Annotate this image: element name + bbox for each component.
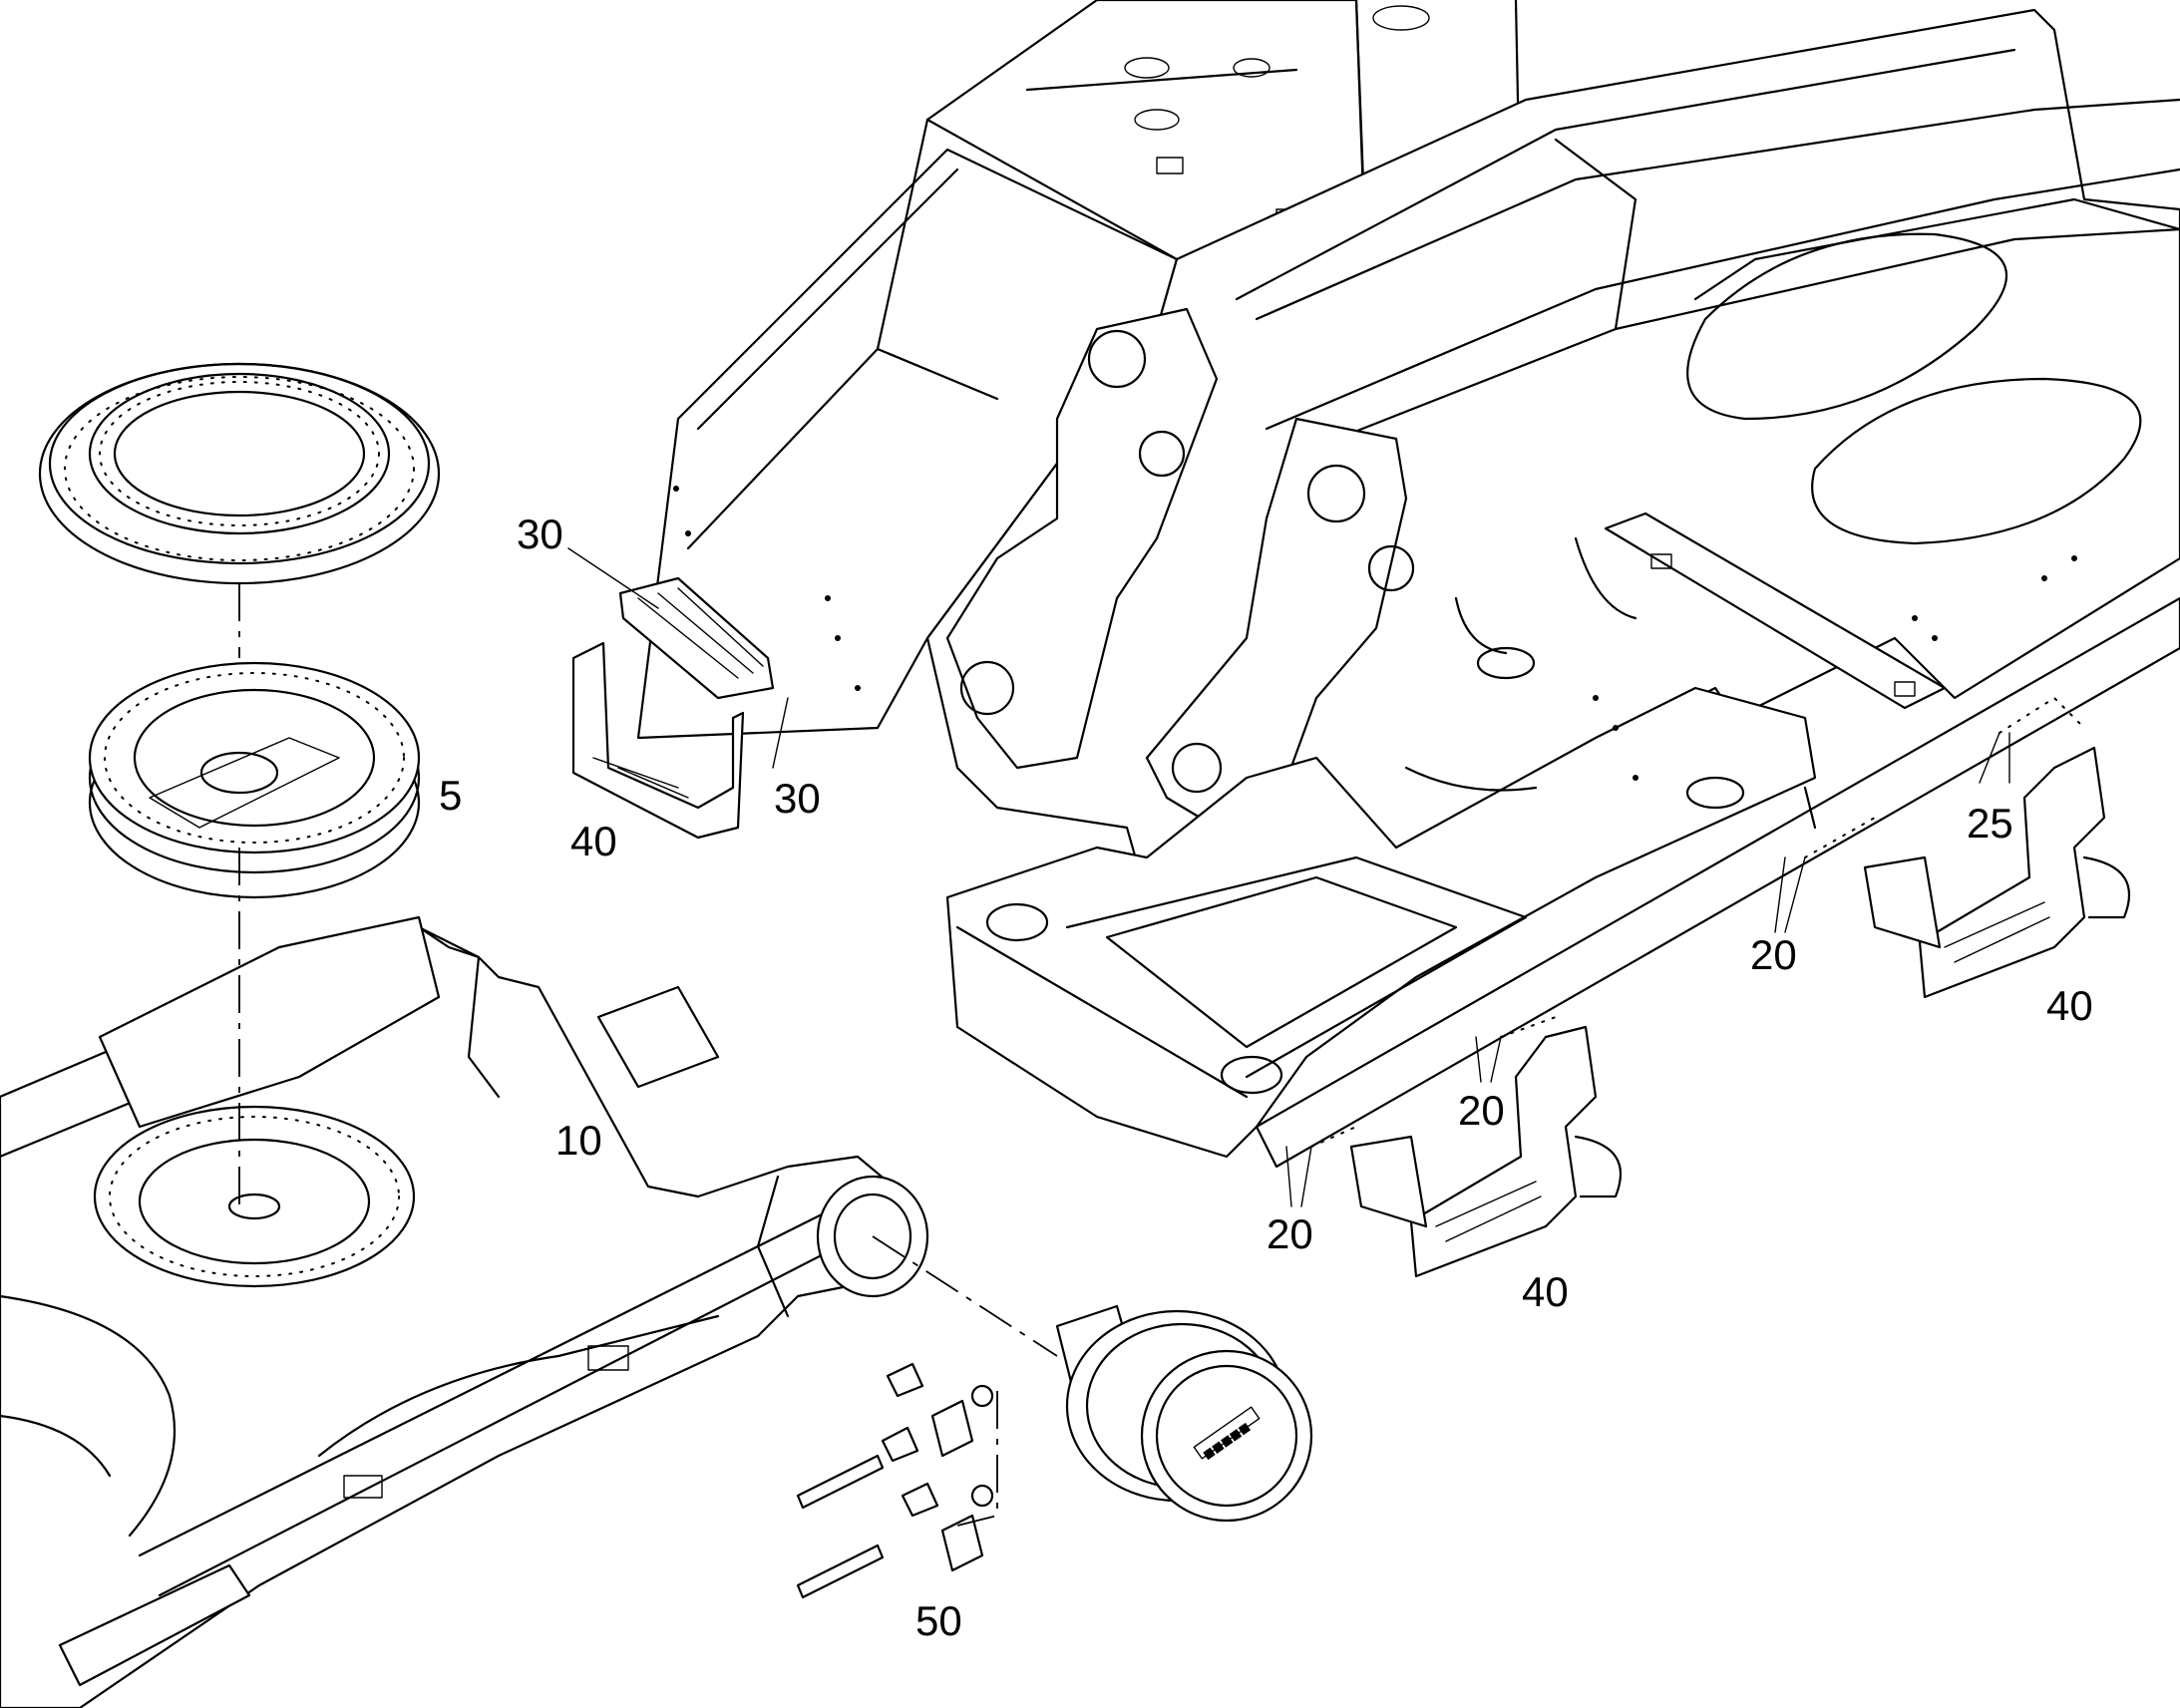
callout-10: 10 <box>555 1117 602 1164</box>
step-assembly-right-1 <box>1863 746 2131 999</box>
callout-labels: 30 30 40 5 10 25 20 20 20 40 40 50 <box>439 511 2093 1644</box>
undercarriage-frame <box>0 915 929 1708</box>
callout-40-left: 40 <box>570 818 617 864</box>
callout-40-right-top: 40 <box>2046 982 2093 1029</box>
callout-5: 5 <box>439 772 462 819</box>
callout-20-middle: 20 <box>1458 1087 1505 1134</box>
callout-30-top: 30 <box>517 511 563 557</box>
callout-30-bottom: 30 <box>774 775 821 822</box>
upper-frame <box>636 0 2180 1169</box>
frame-bolt-holes <box>673 486 2077 781</box>
travel-motor-fasteners <box>796 1362 994 1599</box>
callout-20-upper: 20 <box>1750 931 1797 978</box>
callout-50: 50 <box>915 1597 962 1644</box>
callout-leaders <box>567 547 2085 1207</box>
step-assembly-right-2 <box>1349 1025 1623 1278</box>
callout-20-lower: 20 <box>1267 1210 1313 1257</box>
slewing-ring-bearing <box>88 661 421 899</box>
assembly-centerlines <box>238 583 1058 1527</box>
travel-motor-assembly: ◼◼◼◼◼ <box>1055 1304 1313 1523</box>
callout-25: 25 <box>1967 800 2013 847</box>
slewing-ring-gear <box>38 362 441 585</box>
callout-40-right-bottom: 40 <box>1522 1268 1569 1315</box>
